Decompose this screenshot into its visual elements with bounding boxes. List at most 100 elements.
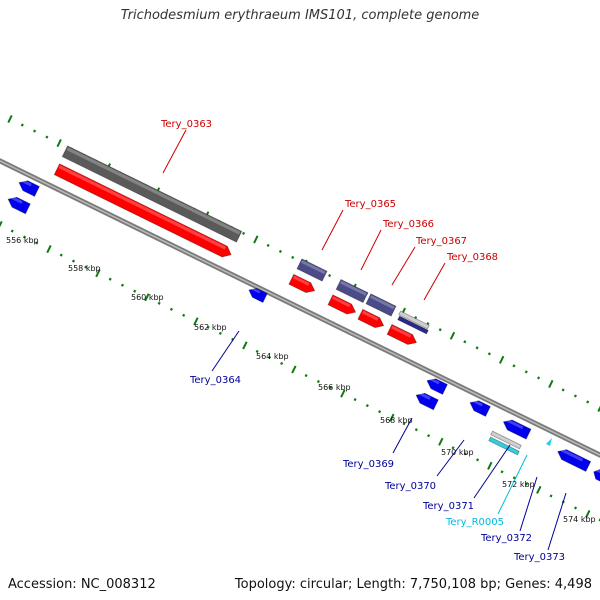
feature-highlight xyxy=(9,195,23,204)
gene-tery-0366[interactable] xyxy=(335,278,369,304)
gene-tery-0363[interactable] xyxy=(61,145,243,243)
major-tick xyxy=(585,509,591,519)
gene-reverse[interactable] xyxy=(18,180,40,197)
major-tick xyxy=(193,317,199,326)
cds-tery-0368[interactable] xyxy=(386,323,418,345)
minor-tick xyxy=(512,364,516,368)
minor-tick xyxy=(291,255,295,260)
minor-tick xyxy=(59,253,63,257)
minor-tick xyxy=(463,452,467,456)
major-tick xyxy=(242,341,248,350)
minor-tick xyxy=(586,400,590,404)
cds-reverse[interactable] xyxy=(7,196,31,215)
label-leader-line xyxy=(211,330,240,372)
label-leader-line xyxy=(547,492,567,551)
major-tick xyxy=(0,220,3,228)
minor-tick xyxy=(500,470,504,474)
genome-backbone xyxy=(0,158,600,458)
major-tick xyxy=(56,139,62,148)
cds-tery-0363[interactable] xyxy=(53,163,232,258)
feature-highlight xyxy=(471,398,483,407)
minor-tick xyxy=(182,313,186,317)
major-tick xyxy=(548,379,554,388)
gene-tery-0369[interactable] xyxy=(426,378,448,395)
cds-tery-0367[interactable] xyxy=(357,308,385,328)
cds-tery-0365[interactable] xyxy=(288,273,316,293)
feature-highlight xyxy=(505,418,524,430)
cds-tery-0369[interactable] xyxy=(415,392,439,411)
minor-tick xyxy=(84,265,88,269)
gene-label-tery-0369[interactable]: Tery_0369 xyxy=(342,459,394,470)
gene-tery-0364[interactable] xyxy=(248,287,268,303)
label-leader-line xyxy=(497,454,528,515)
gene-label-tery-0365[interactable]: Tery_0365 xyxy=(344,199,396,210)
gene-tery-0365[interactable] xyxy=(296,258,328,282)
scale-label: 570 kbp xyxy=(441,448,474,457)
feature-highlight xyxy=(559,447,584,462)
minor-tick xyxy=(451,446,455,450)
minor-tick xyxy=(278,249,282,254)
minor-tick xyxy=(133,289,137,293)
gene-tery-0372[interactable] xyxy=(557,449,592,472)
gene-tery-0368[interactable] xyxy=(398,310,430,330)
minor-tick xyxy=(267,355,271,360)
gene-tery-0367[interactable] xyxy=(365,293,397,317)
gene-label-tery-0371[interactable]: Tery_0371 xyxy=(422,501,474,512)
feature-highlight xyxy=(58,165,227,250)
gene-label-tery-0372[interactable]: Tery_0372 xyxy=(480,533,532,544)
label-leader-line xyxy=(436,439,465,477)
feature-highlight xyxy=(332,296,351,308)
major-tick xyxy=(46,245,52,254)
cds-tery-0366[interactable] xyxy=(327,294,357,315)
minor-tick xyxy=(525,482,529,486)
minor-tick xyxy=(487,352,491,356)
minor-tick xyxy=(255,349,259,353)
minor-tick xyxy=(378,410,382,414)
accession-text: Accession: NC_008312 xyxy=(8,577,156,592)
minor-tick xyxy=(353,398,357,402)
label-leader-line xyxy=(392,417,413,454)
major-tick xyxy=(536,485,542,494)
minor-tick xyxy=(561,388,565,392)
feature-highlight xyxy=(301,260,326,275)
minor-tick xyxy=(22,235,27,239)
label-leader-line xyxy=(162,129,187,174)
major-tick xyxy=(487,461,493,470)
gene-label-tery-0366[interactable]: Tery_0366 xyxy=(382,219,434,230)
gene-label-tery-0373[interactable]: Tery_0373 xyxy=(513,552,565,563)
minor-tick xyxy=(475,346,479,350)
gene-label-tery-0364[interactable]: Tery_0364 xyxy=(189,375,241,386)
minor-tick xyxy=(328,273,332,278)
gene-labels[interactable]: Tery_0363 Tery_0365 Tery_0366 Tery_0367 … xyxy=(160,119,565,563)
feature-highlight xyxy=(66,147,241,235)
major-tick xyxy=(597,405,600,413)
gene-tery-0368b[interactable] xyxy=(397,315,429,335)
gene-label-tery-0370[interactable]: Tery_0370 xyxy=(384,481,436,492)
gene-tery-0371[interactable] xyxy=(502,419,532,440)
major-tick xyxy=(144,293,150,302)
label-leader-line xyxy=(360,229,382,271)
minor-tick xyxy=(120,283,124,287)
minor-tick xyxy=(414,428,418,432)
minor-tick xyxy=(45,135,49,139)
inner-tick-ring xyxy=(0,220,600,522)
minor-tick xyxy=(316,379,320,384)
gene-tery-r0005[interactable] xyxy=(488,436,520,456)
minor-tick xyxy=(402,422,406,426)
minor-tick xyxy=(108,277,112,281)
gene-tery-0370[interactable] xyxy=(469,400,491,417)
gene-label-tery-0363[interactable]: Tery_0363 xyxy=(160,119,212,130)
gene-tery-r0005-gray[interactable] xyxy=(490,430,522,450)
minor-tick xyxy=(35,241,39,245)
minor-tick xyxy=(573,394,577,398)
gene-label-tery-0367[interactable]: Tery_0367 xyxy=(415,236,467,247)
scale-label: 562 kbp xyxy=(194,323,227,332)
feature-highlight xyxy=(340,280,367,296)
gene-label-tery-r0005[interactable]: Tery_R0005 xyxy=(445,517,504,528)
minor-tick xyxy=(280,361,284,366)
gene-label-tery-0368[interactable]: Tery_0368 xyxy=(446,252,498,263)
major-tick xyxy=(389,413,395,422)
scale-label: 556 kbp xyxy=(6,236,39,245)
minor-tick xyxy=(463,340,467,344)
